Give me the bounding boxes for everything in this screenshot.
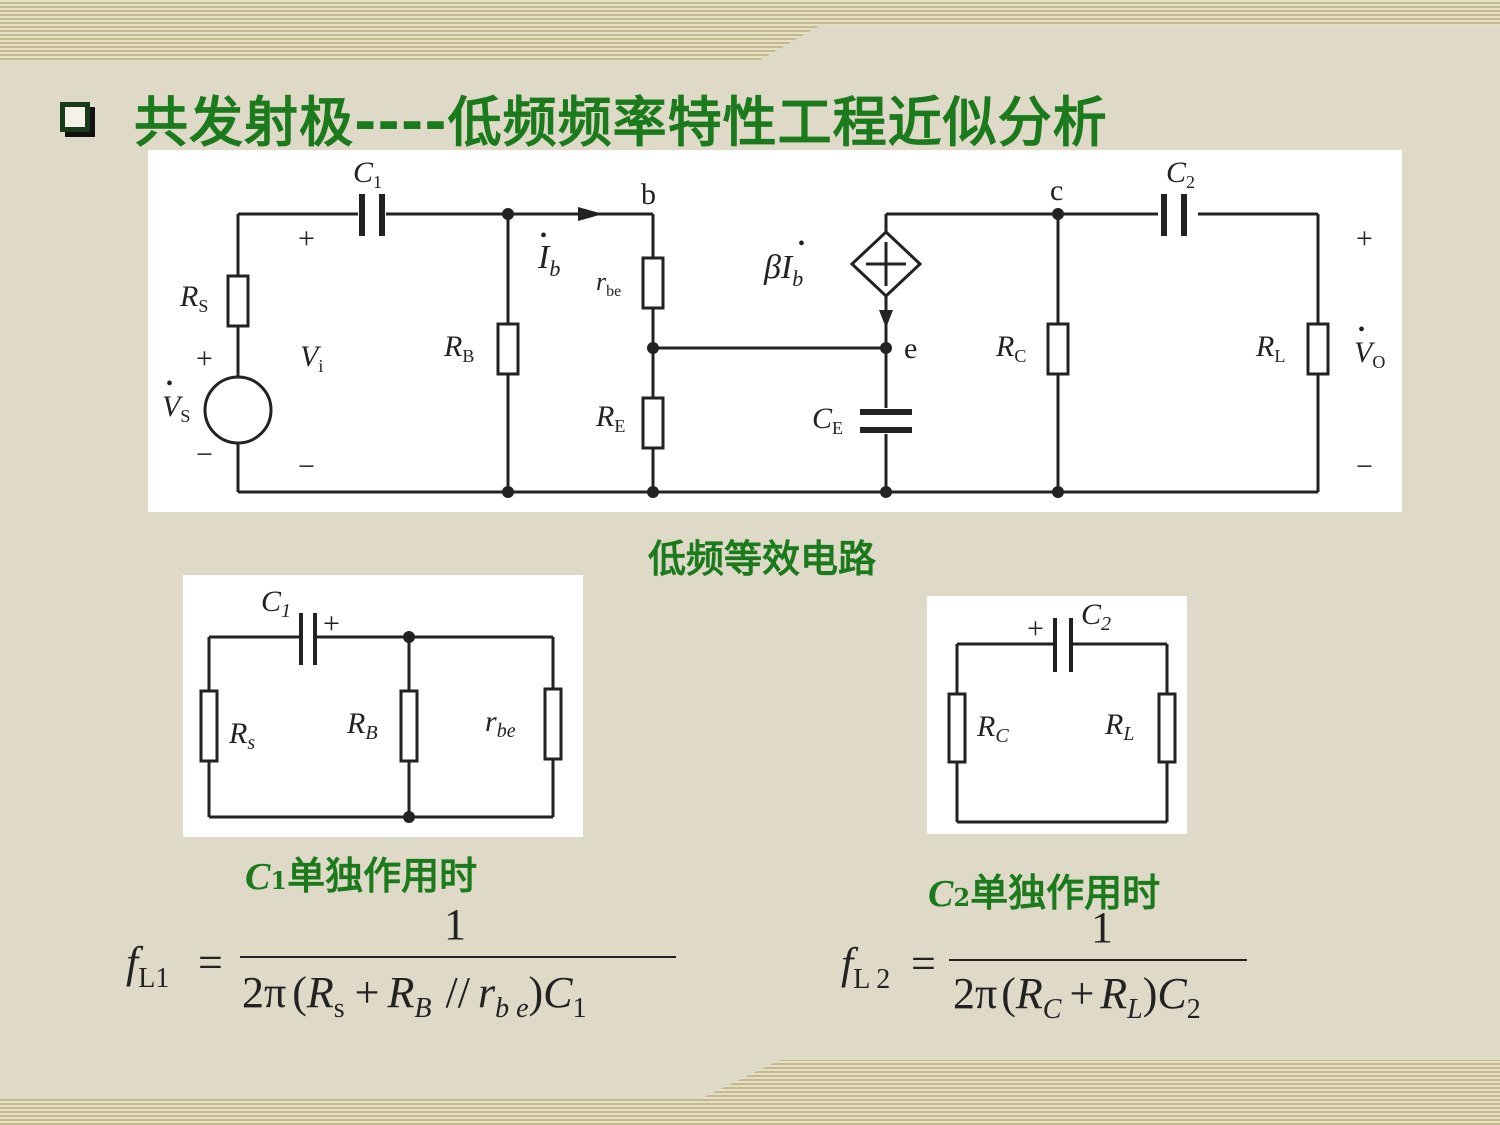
c1-caption: C1单独作用时: [245, 853, 478, 898]
c1-circuit-panel: C1 + Rs RB rbe: [183, 575, 583, 837]
svg-text:+: +: [196, 342, 213, 375]
svg-text:Vi: Vi: [300, 340, 323, 376]
svg-text:C1: C1: [353, 156, 382, 192]
svg-text:RB: RB: [346, 707, 378, 744]
re-resistor: [641, 396, 665, 450]
svg-text:•: •: [540, 225, 547, 247]
svg-text:=: =: [911, 939, 936, 988]
rb-resistor: [496, 322, 520, 376]
svg-text:+: +: [323, 607, 340, 640]
svg-text:RL: RL: [1255, 330, 1285, 366]
svg-text:Rs: Rs: [228, 717, 255, 754]
top-decorative-stripe: [0, 0, 1500, 60]
svg-text:C1: C1: [261, 585, 291, 622]
main-circuit-diagram: C1 C2 b c e Ib • rbe βIb • RS Vi VS • RB…: [162, 156, 1385, 498]
svg-text:RC: RC: [995, 330, 1026, 366]
svg-text:RL: RL: [1104, 708, 1134, 745]
svg-text:rbe: rbe: [596, 267, 621, 300]
svg-text:+: +: [1356, 222, 1373, 255]
svg-text:CE: CE: [812, 402, 843, 438]
rc-resistor: [1046, 322, 1070, 376]
svg-text:•: •: [166, 373, 173, 395]
rl-resistor: [1306, 322, 1330, 376]
svg-text:RC: RC: [976, 710, 1009, 747]
slide-title: 共发射极----低频频率特性工程近似分析: [60, 82, 1108, 154]
svg-text:−: −: [196, 438, 213, 471]
svg-text:VO: VO: [1354, 336, 1385, 372]
svg-text:2π(Rs+RB//rb e)C1: 2π(Rs+RB//rb e)C1: [242, 968, 587, 1024]
svg-text:C2: C2: [1081, 598, 1111, 635]
svg-text:RS: RS: [179, 280, 208, 316]
svg-text:=: =: [198, 938, 223, 987]
svg-text:RE: RE: [595, 400, 625, 436]
vs-source: [203, 375, 273, 445]
svg-text:1: 1: [444, 900, 466, 949]
svg-text:fL1: fL1: [126, 938, 169, 994]
svg-text:e: e: [904, 332, 917, 365]
square-bullet-icon: [60, 102, 90, 132]
svg-text:+: +: [1027, 612, 1044, 645]
svg-text:b: b: [641, 178, 656, 211]
c1-circuit-diagram: C1 + Rs RB rbe: [199, 585, 563, 823]
bottom-decorative-stripe: [0, 1060, 1500, 1125]
low-frequency-equivalent-circuit: C1 C2 b c e Ib • rbe βIb • RS Vi VS • RB…: [148, 150, 1402, 512]
svg-text:VS: VS: [162, 390, 190, 426]
svg-text:fL 2: fL 2: [841, 939, 890, 995]
c2-circuit-panel: C2 + RC RL: [927, 596, 1187, 834]
svg-text:Ib: Ib: [537, 239, 560, 281]
svg-text:•: •: [1358, 319, 1365, 341]
formula-fl2: fL 2 = 1 2π(RC+RL)C2: [835, 900, 1255, 1040]
rbe-resistor: [641, 256, 665, 310]
svg-text:−: −: [1356, 450, 1373, 483]
svg-text:rbe: rbe: [485, 705, 516, 742]
svg-text:βIb: βIb: [763, 249, 803, 291]
svg-text:c: c: [1050, 174, 1063, 207]
main-circuit-caption: 低频等效电路: [648, 536, 877, 581]
formula-fl1: fL1 = 1 2π(Rs+RB//rb e)C1: [120, 895, 690, 1035]
slide-title-text: 共发射极----低频频率特性工程近似分析: [134, 90, 1108, 154]
svg-text:+: +: [298, 222, 315, 255]
svg-text:RB: RB: [443, 330, 474, 366]
svg-text:C2: C2: [1166, 156, 1195, 192]
svg-text:1: 1: [1091, 903, 1113, 952]
rs-resistor: [226, 274, 250, 328]
svg-text:−: −: [298, 450, 315, 483]
svg-text:2π(RC+RL)C2: 2π(RC+RL)C2: [953, 969, 1201, 1025]
c2-circuit-diagram: C2 + RC RL: [947, 598, 1177, 824]
c2-caption: C2单独作用时: [928, 870, 1161, 915]
svg-text:•: •: [798, 233, 805, 255]
